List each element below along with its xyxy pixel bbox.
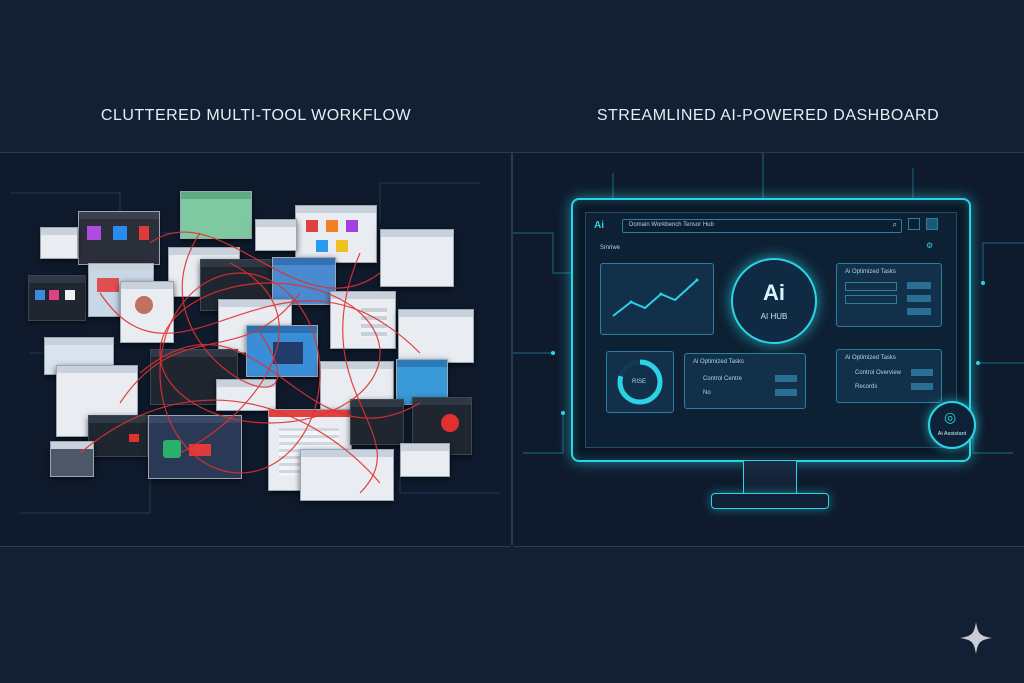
row-button[interactable]: [775, 375, 797, 382]
app-window[interactable]: [50, 441, 94, 477]
dashboard-screen: Ai Domain Workbench Tensor Hub ⌕ Smriwe …: [585, 212, 957, 448]
gauge-text: RISE: [632, 379, 647, 385]
app-window[interactable]: [28, 275, 86, 321]
app-window[interactable]: [88, 415, 148, 457]
gauge-card[interactable]: RISE: [606, 351, 674, 413]
settings-icon[interactable]: ⚙: [926, 241, 934, 250]
task-button[interactable]: [907, 295, 931, 302]
ai-hub[interactable]: Ai AI HUB: [731, 258, 817, 344]
section-label: Smriwe: [600, 245, 621, 251]
row-button[interactable]: [911, 383, 933, 390]
app-window[interactable]: [40, 227, 78, 259]
app-window[interactable]: [148, 415, 242, 479]
tasks-title: Ai Optimized Tasks: [845, 355, 896, 361]
app-window[interactable]: [380, 229, 454, 287]
app-window[interactable]: [216, 379, 276, 411]
tasks-title: Ai Optimized Tasks: [693, 359, 744, 365]
task-button[interactable]: [907, 282, 931, 289]
row-button[interactable]: [775, 389, 797, 396]
search-bar[interactable]: Domain Workbench Tensor Hub ⌕: [622, 219, 902, 233]
hub-glyph: Ai: [763, 280, 785, 305]
app-window[interactable]: [330, 291, 396, 349]
monitor: Ai Domain Workbench Tensor Hub ⌕ Smriwe …: [571, 198, 971, 462]
task-button[interactable]: [907, 308, 931, 315]
grid-icon[interactable]: [908, 218, 920, 230]
app-window[interactable]: [246, 325, 318, 377]
panel-divider: [511, 152, 513, 545]
monitor-neck: [743, 461, 797, 495]
tasks-card-top[interactable]: Ai Optimized Tasks: [836, 263, 942, 327]
app-window[interactable]: [78, 211, 160, 265]
sparkle-icon: [960, 622, 992, 654]
tasks-card-middle[interactable]: Ai Optimized Tasks Control Centre No: [684, 353, 806, 409]
search-text: Domain Workbench Tensor Hub: [629, 222, 714, 228]
app-window[interactable]: [350, 399, 404, 445]
app-window[interactable]: [255, 219, 297, 251]
cluttered-panel: [0, 152, 511, 547]
app-window[interactable]: [400, 443, 450, 477]
dashboard-panel: Ai Domain Workbench Tensor Hub ⌕ Smriwe …: [513, 152, 1024, 547]
row-label: Control Centre: [703, 376, 743, 382]
app-window[interactable]: [300, 449, 394, 501]
app-window[interactable]: [180, 191, 252, 239]
tasks-title: Ai Optimized Tasks: [845, 269, 896, 275]
trend-chart-card[interactable]: [600, 263, 714, 335]
right-title: STREAMLINED AI-POWERED DASHBOARD: [596, 107, 940, 124]
left-title: CLUTTERED MULTI-TOOL WORKFLOW: [100, 107, 412, 124]
ai-assistant-button[interactable]: ◎ Ai Assistant: [928, 401, 976, 449]
assistant-label: Ai Assistant: [937, 431, 967, 437]
trend-line: [612, 278, 699, 317]
circuit-background: [513, 153, 1024, 454]
app-window[interactable]: [398, 309, 474, 363]
row-button[interactable]: [911, 369, 933, 376]
assistant-icon: ◎: [944, 409, 957, 425]
row-label: Records: [855, 384, 878, 390]
app-window[interactable]: [295, 205, 377, 263]
task-row[interactable]: [845, 282, 897, 291]
tasks-card-bottom[interactable]: Ai Optimized Tasks Control Overview Reco…: [836, 349, 942, 403]
app-window[interactable]: [272, 257, 336, 305]
app-window[interactable]: [120, 281, 174, 343]
row-label: Control Overview: [855, 370, 902, 376]
hub-label: AI HUB: [760, 312, 788, 321]
logo: Ai: [594, 220, 604, 231]
gauge-ring: [617, 359, 663, 405]
task-row[interactable]: [845, 295, 897, 304]
search-icon[interactable]: ⌕: [892, 220, 897, 229]
row-label: No: [703, 390, 711, 396]
user-icon[interactable]: [926, 218, 938, 230]
monitor-base: [711, 493, 829, 509]
